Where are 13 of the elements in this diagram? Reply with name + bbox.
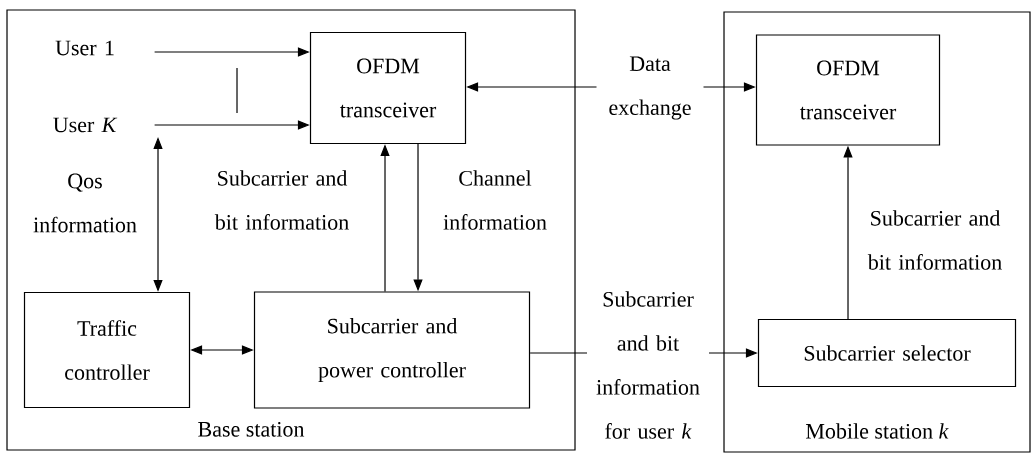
edge-label: Subcarrier and bit information — [851, 209, 1019, 271]
process-box: Subcarrier and power controller — [253, 291, 531, 409]
process-box: Subcarrier selector — [757, 318, 1017, 388]
edge-label: Subcarrier and bit information — [198, 169, 366, 231]
edge-label: Qos information — [21, 172, 149, 234]
edge-label: Channel information — [431, 169, 559, 231]
input-label: User 1 — [55, 40, 114, 56]
input-label: User K — [53, 117, 118, 133]
process-box: OFDM transceiver — [309, 31, 467, 145]
process-box: OFDM transceiver — [755, 34, 941, 146]
edge-label: Subcarrier and bit information for user k — [587, 290, 709, 440]
edge-label: Data exchange — [596, 55, 704, 121]
process-box: Traffic controller — [23, 291, 191, 409]
